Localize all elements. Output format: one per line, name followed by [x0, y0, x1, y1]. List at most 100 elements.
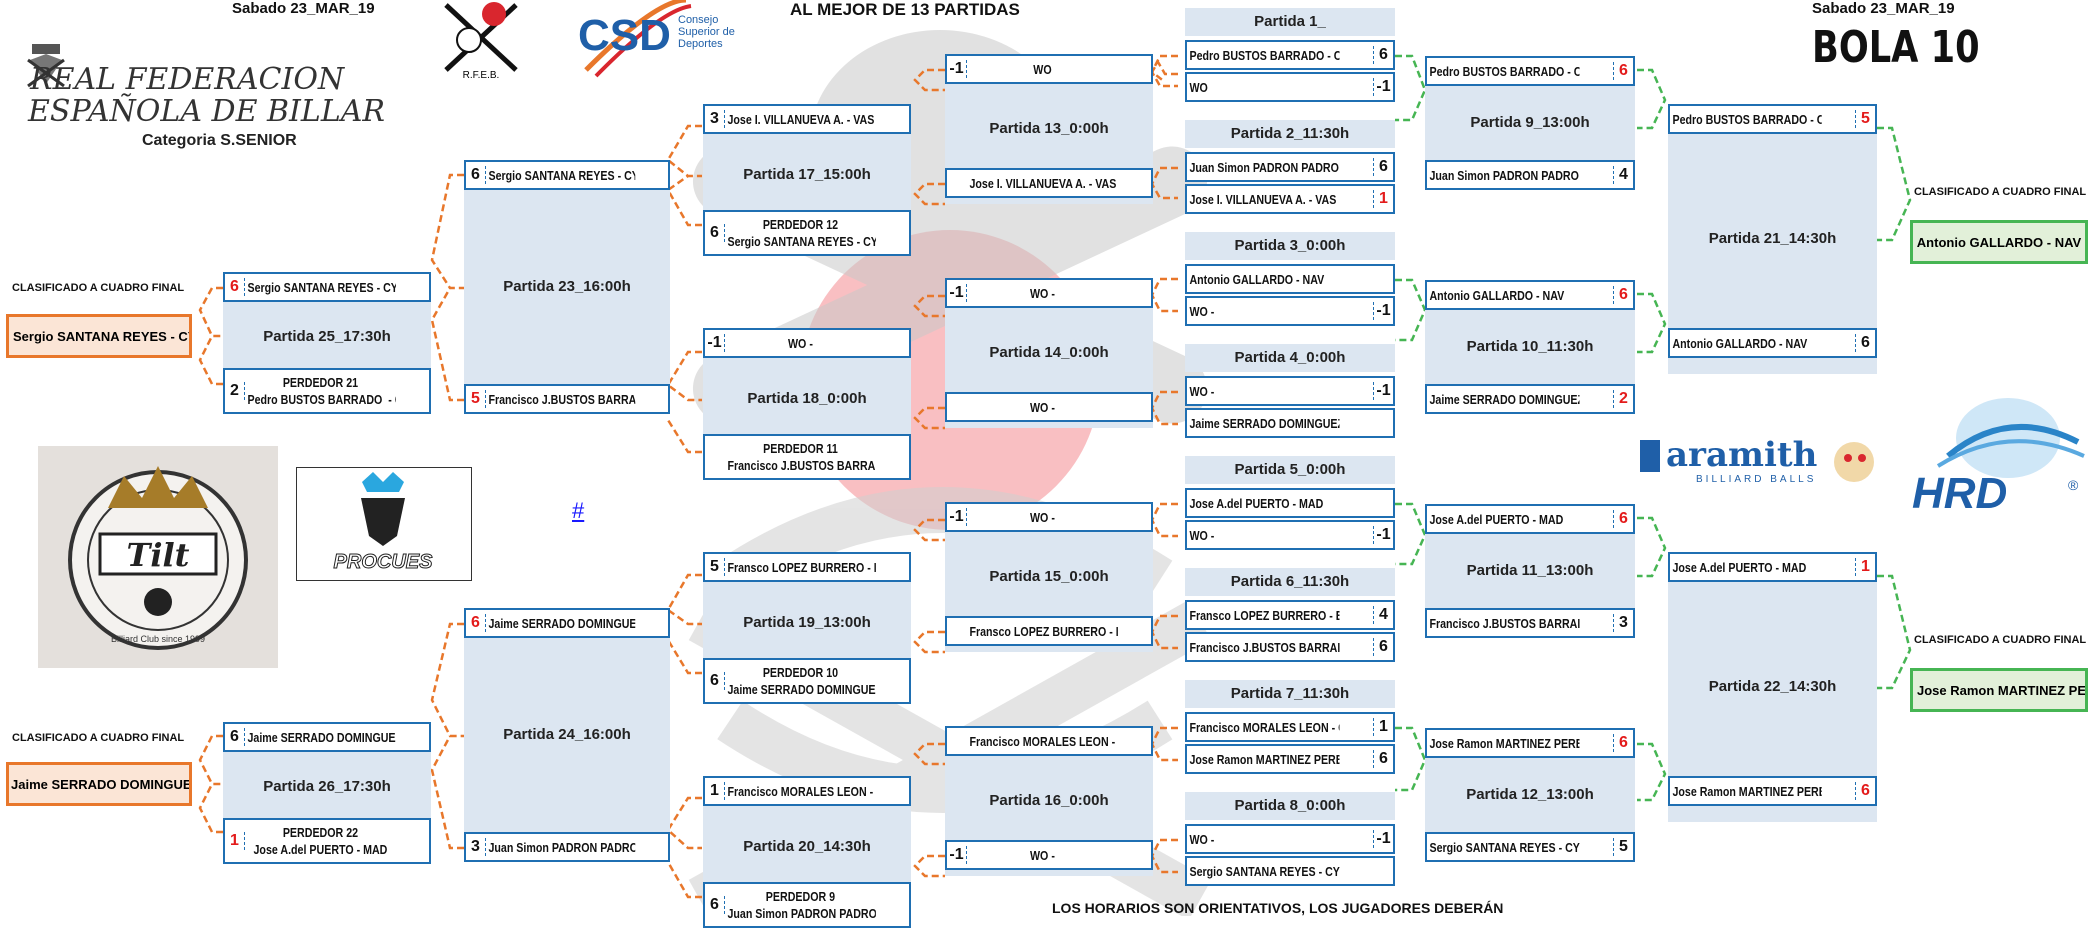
player-name: Jose A.del PUERTO - MAD: [1672, 559, 1807, 575]
player-name: Jose I. VILLANUEVA A. - VAS: [727, 111, 875, 127]
match-title: Partida 1_: [1185, 8, 1395, 36]
score: 2: [225, 382, 245, 400]
federation-name-line1: REAL FEDERACION: [30, 62, 345, 97]
tilt-logo-text: Tilt: [127, 536, 190, 574]
player-name: WO -: [1029, 847, 1055, 863]
score: 3: [1613, 614, 1633, 632]
category-label: Categoria S.SENIOR: [142, 132, 297, 149]
match-label: Partida 12_13:00h: [1466, 786, 1594, 803]
player-slot: Antonio GALLARDO - NAV 6: [1425, 280, 1635, 310]
player-slot: Juan Simon PADRON PADRON - CAN4: [1425, 160, 1635, 190]
csd-logo: CSD: [576, 0, 736, 84]
player-name: Francisco MORALES LEON - CAT: [969, 733, 1117, 749]
player-name: Antonio GALLARDO - NAV: [1429, 287, 1565, 303]
qualified-left-2: Jaime SERRADO DOMINGUEZ - CAT: [6, 762, 192, 806]
qualified-left-name-1: Sergio SANTANA REYES - CYL: [13, 328, 192, 344]
score: -1: [947, 60, 967, 78]
player-slot: WO --1: [1185, 296, 1395, 326]
score: 6: [705, 224, 725, 242]
player-slot: Fransco LOPEZ BURRERO - EXT4: [1185, 600, 1395, 630]
player-name: PERDEDOR 12 Sergio SANTANA REYES - CYL: [727, 217, 875, 249]
footer-note: LOS HORARIOS SON ORIENTATIVOS, LOS JUGAD…: [1052, 900, 1504, 916]
procues-logo: PROCUES: [296, 467, 472, 581]
player-slot: WO --1: [1185, 824, 1395, 854]
player-slot: Sergio SANTANA REYES - CYL: [1185, 856, 1395, 886]
qualified-left-1: Sergio SANTANA REYES - CYL: [6, 314, 192, 358]
csd-caption-line1: Consejo: [678, 14, 719, 26]
score: 6: [705, 896, 725, 914]
csd-caption: Consejo Superior de Deportes: [678, 14, 735, 50]
match-label: Partida 9_13:00h: [1470, 114, 1590, 131]
match-label: Partida 17_15:00h: [743, 166, 871, 183]
score: 6: [1613, 286, 1633, 304]
player-name: Francisco J.BUSTOS BARRADO - CYL: [1429, 615, 1579, 631]
player-slot: WO - -1: [1185, 376, 1395, 406]
score: 6: [466, 614, 486, 632]
player-slot: Antonio GALLARDO - NAV: [1185, 264, 1395, 294]
hash-link[interactable]: #: [572, 498, 585, 523]
player-slot: Fransco LOPEZ BURRERO - EXT: [945, 616, 1153, 646]
score: 2: [1613, 390, 1633, 408]
match-title: Partida 8_0:00h: [1185, 792, 1395, 820]
player-name: Sergio SANTANA REYES - CYL: [1189, 863, 1340, 879]
score: -1: [947, 846, 967, 864]
rfeb-logo: R.F.E.B.: [436, 0, 526, 84]
qualified-right-label-1: CLASIFICADO A CUADRO FINAL: [1914, 186, 2087, 198]
federation-crown-icon: [26, 40, 66, 90]
score: 6: [1613, 62, 1633, 80]
player-name: WO: [1033, 61, 1052, 77]
score: 6: [225, 278, 245, 296]
player-name: WO -: [1189, 383, 1215, 399]
score: 6: [705, 672, 725, 690]
match-label: Partida 13_0:00h: [989, 120, 1109, 137]
match-title: Partida 2_11:30h: [1185, 120, 1395, 148]
rfeb-logo-text: R.F.E.B.: [463, 70, 500, 81]
score: 5: [466, 390, 486, 408]
score: -1: [705, 334, 725, 352]
player-name: WO -: [1189, 831, 1215, 847]
match-label: Partida 20_14:30h: [743, 838, 871, 855]
match-title: Partida 5_0:00h: [1185, 456, 1395, 484]
player-name: WO: [1189, 79, 1208, 95]
format-title: AL MEJOR DE 13 PARTIDAS: [790, 0, 1020, 19]
score: 6: [1373, 638, 1393, 656]
player-name: Jose Ramon MARTINEZ PEREZ - MAD: [1672, 783, 1821, 799]
score: -1: [1373, 382, 1393, 400]
player-name: Jaime SERRADO DOMINGUEZ - CAT: [1189, 415, 1340, 431]
player-name: Jaime SERRADO DOMINGUEZ - CAT: [1429, 391, 1580, 407]
player-name: Francisco J.BUSTOS BARRADO - CYL: [488, 391, 636, 407]
match-label: Partida 22_14:30h: [1708, 678, 1837, 695]
player-name: Jaime SERRADO DOMINGUEZ - CAT: [488, 615, 635, 631]
tilt-logo: Tilt Billiard Club since 1999: [38, 446, 278, 668]
hrd-logo: HRD ®: [1908, 386, 2088, 518]
player-name: Sergio SANTANA REYES - CYL: [247, 279, 396, 295]
federation-name-line2: ESPAÑOLA DE BILLAR: [28, 94, 385, 129]
player-name: WO -: [1189, 303, 1215, 319]
player-slot: Francisco MORALES LEON - CAT1: [1185, 712, 1395, 742]
tilt-logo-subtext: Billiard Club since 1999: [111, 634, 205, 644]
date-left: Sabado 23_MAR_19: [232, 0, 375, 17]
qualified-left-label-1: CLASIFICADO A CUADRO FINAL: [12, 282, 185, 294]
player-slot: WO -: [945, 392, 1153, 422]
match-title: Partida 4_0:00h: [1185, 344, 1395, 372]
match-label: Partida 21_14:30h: [1708, 230, 1837, 247]
qualified-left-label-2: CLASIFICADO A CUADRO FINAL: [12, 732, 185, 744]
match-label: Partida 25_17:30h: [263, 328, 391, 345]
qualified-left-name-2: Jaime SERRADO DOMINGUEZ - CAT: [11, 776, 192, 792]
aramith-logo: aramith BILLIARD BALLS: [1636, 432, 1876, 486]
modality-title: BOLA 10: [1812, 22, 1980, 73]
